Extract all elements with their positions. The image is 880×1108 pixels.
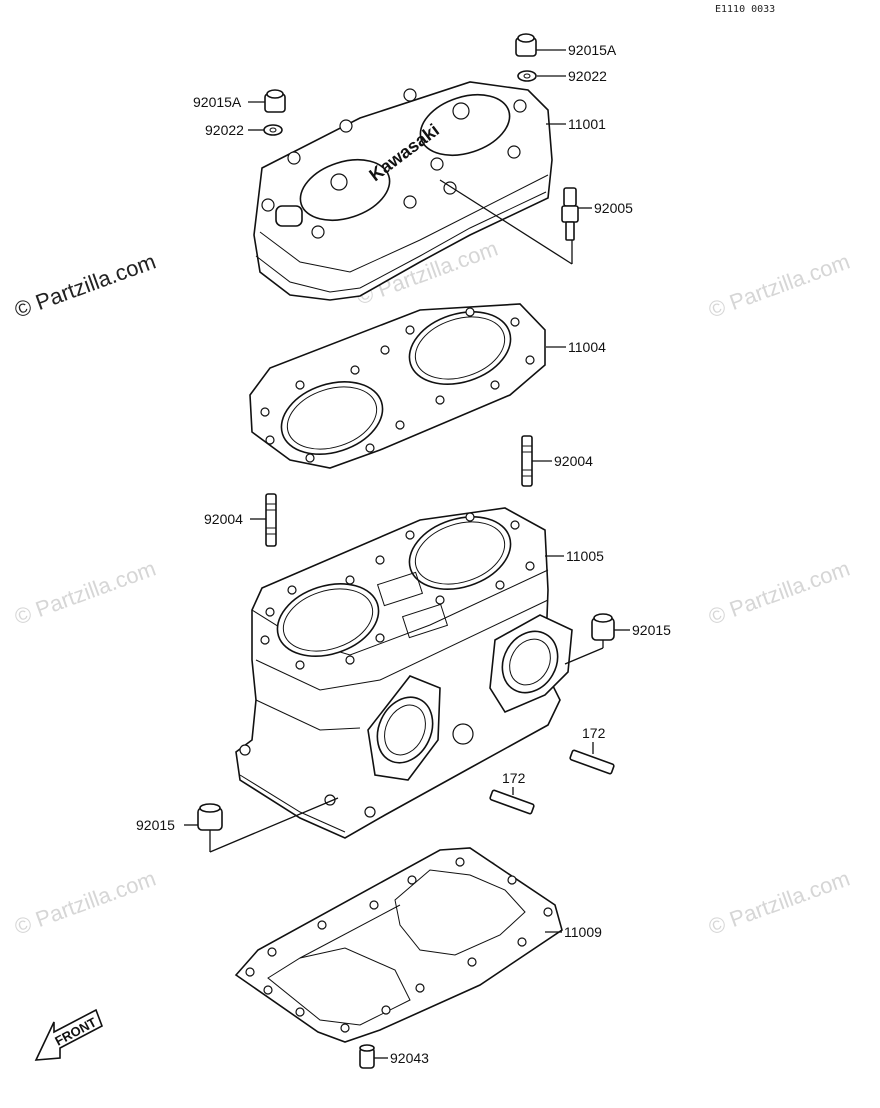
stud-172-right[interactable] — [569, 742, 615, 775]
front-arrow-icon: FRONT — [34, 1008, 103, 1061]
callout-nut-top-left: 92015A — [193, 94, 242, 110]
head-gasket[interactable] — [249, 300, 566, 469]
nut-92015-right[interactable] — [564, 613, 630, 665]
cylinder-block[interactable] — [235, 505, 573, 839]
callout-stud-right: 92004 — [554, 453, 593, 469]
washer-92022-right[interactable] — [517, 70, 566, 82]
watermark-dark: © Partzilla.com — [11, 249, 159, 323]
callout-dowel-pin: 92043 — [390, 1050, 429, 1066]
callout-cylinder: 11005 — [566, 548, 604, 564]
stud-92004-left[interactable] — [250, 493, 277, 547]
callout-washer-top-right: 92022 — [568, 68, 607, 84]
callout-stud-172-right: 172 — [582, 725, 606, 741]
callout-head-gasket: 11004 — [568, 339, 606, 355]
callout-stud-left: 92004 — [204, 511, 243, 527]
callout-cylinder-head: 11001 — [568, 116, 606, 132]
watermark-left-3: © Partzilla.com — [11, 866, 159, 940]
callout-nut-right: 92015 — [632, 622, 671, 638]
cylinder-head[interactable]: Kawasaki — [253, 81, 566, 301]
watermark-left-2: © Partzilla.com — [11, 556, 159, 630]
base-gasket[interactable] — [234, 847, 563, 1043]
watermark-right-2: © Partzilla.com — [705, 556, 853, 630]
stud-172-mid[interactable] — [489, 787, 535, 815]
nut-92015a-left[interactable] — [248, 89, 286, 113]
callout-base-gasket: 11009 — [564, 924, 602, 940]
callout-nut-top-right: 92015A — [568, 42, 617, 58]
callout-washer-top-left: 92022 — [205, 122, 244, 138]
washer-92022-left[interactable] — [248, 124, 283, 136]
watermark-right-1: © Partzilla.com — [705, 249, 853, 323]
nut-92015-left[interactable] — [184, 797, 339, 853]
callout-nut-left: 92015 — [136, 817, 175, 833]
callout-labels: 92015A 92022 92015A 92022 11001 92005 11… — [136, 42, 671, 1066]
callout-spark-plug: 92005 — [594, 200, 633, 216]
stud-92004-right[interactable] — [521, 435, 552, 487]
diagram-code: E1110 0033 — [715, 4, 775, 15]
nut-92015a-right[interactable] — [515, 33, 566, 57]
dowel-pin[interactable] — [359, 1044, 388, 1069]
callout-stud-172-mid: 172 — [502, 770, 526, 786]
spark-plug[interactable] — [439, 179, 592, 265]
watermark-right-3: © Partzilla.com — [705, 866, 853, 940]
